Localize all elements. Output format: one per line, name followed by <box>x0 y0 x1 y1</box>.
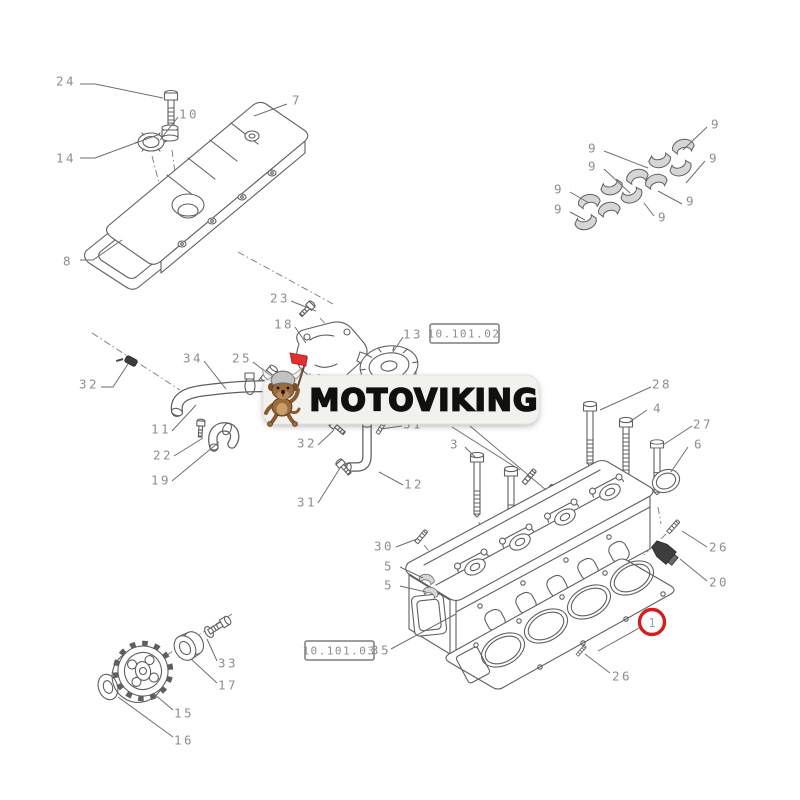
part-label-26: 26 <box>612 669 632 684</box>
part-elbow-hose <box>208 422 240 452</box>
part-label-33: 33 <box>218 656 238 671</box>
part-label-28: 28 <box>652 377 672 392</box>
part-cylinder-head <box>405 459 654 655</box>
part-label-31: 31 <box>297 495 317 510</box>
highlighted-part-1: 1 <box>637 607 667 637</box>
part-cup-plug <box>651 468 681 494</box>
part-label-9: 9 <box>554 202 564 217</box>
part-label-35: 35 <box>371 643 391 658</box>
part-label-7: 7 <box>292 93 302 108</box>
watermark-brand-text: MOTOVIKING <box>309 384 538 419</box>
part-label-4: 4 <box>653 401 663 416</box>
part-label-27: 27 <box>693 417 713 432</box>
part-label-32: 32 <box>79 377 99 392</box>
part-label-9: 9 <box>686 194 696 209</box>
part-housing-bolt <box>297 299 317 319</box>
part-label-26: 26 <box>709 540 729 555</box>
highlighted-part-label: 1 <box>648 616 655 630</box>
part-sprocket-bolt <box>204 615 232 638</box>
part-label-22: 22 <box>153 448 173 463</box>
part-fitting-stud <box>666 519 681 535</box>
part-cover-bolt <box>163 89 179 130</box>
part-label-13: 13 <box>403 327 423 342</box>
ref-box-10-101-02: 10.101.02 <box>427 323 500 344</box>
ref-box-text: 10.101.03 <box>302 645 375 658</box>
part-label-20: 20 <box>709 575 729 590</box>
part-label-16: 16 <box>174 733 194 748</box>
part-head-bolt <box>469 451 485 518</box>
part-label-8: 8 <box>63 254 73 269</box>
part-head-gasket <box>445 558 675 690</box>
part-label-9: 9 <box>588 141 598 156</box>
part-label-9: 9 <box>554 182 564 197</box>
part-valve-cover <box>105 101 309 274</box>
part-label-34: 34 <box>183 351 203 366</box>
part-label-25: 25 <box>232 351 252 366</box>
part-head-bolt <box>582 400 598 467</box>
part-label-23: 23 <box>270 291 290 306</box>
part-drain-pipe <box>344 420 373 472</box>
part-label-9: 9 <box>658 210 668 225</box>
part-label-3: 3 <box>450 437 460 452</box>
part-label-11: 11 <box>151 422 171 437</box>
leader-lines <box>80 83 708 738</box>
part-label-5: 5 <box>384 559 394 574</box>
part-label-18: 18 <box>274 317 294 332</box>
part-label-15: 15 <box>174 706 194 721</box>
watermark-pill <box>262 374 540 425</box>
part-sensor-plug <box>651 540 679 566</box>
part-elbow-bolt <box>195 418 206 438</box>
part-label-9: 9 <box>711 117 721 132</box>
part-label-32: 32 <box>297 436 317 451</box>
ref-box-text: 10.101.02 <box>427 328 500 341</box>
viking-dog-logo <box>262 352 308 427</box>
part-label-14: 14 <box>56 151 76 166</box>
part-label-10: 10 <box>179 107 199 122</box>
part-hose-clamp <box>244 372 256 396</box>
part-label-30: 30 <box>374 539 394 554</box>
watermark: MOTOVIKING <box>262 352 540 427</box>
part-labels: 24 14 10 7 8 9 9 9 9 9 9 9 9 23 18 13 34… <box>56 74 729 748</box>
part-label-17: 17 <box>218 678 238 693</box>
part-clip <box>115 355 138 367</box>
part-camshaft-sprocket <box>111 640 174 703</box>
part-label-19: 19 <box>151 473 171 488</box>
part-label-9: 9 <box>588 159 598 174</box>
part-label-12: 12 <box>404 477 424 492</box>
part-hub <box>173 631 205 661</box>
part-label-9: 9 <box>709 151 719 166</box>
ref-box-10-101-03: 10.101.03 <box>302 640 375 661</box>
flag-icon <box>289 352 308 367</box>
part-label-24: 24 <box>56 74 76 89</box>
part-label-6: 6 <box>694 437 704 452</box>
part-locating-stud <box>414 528 429 545</box>
part-label-5: 5 <box>384 578 394 593</box>
